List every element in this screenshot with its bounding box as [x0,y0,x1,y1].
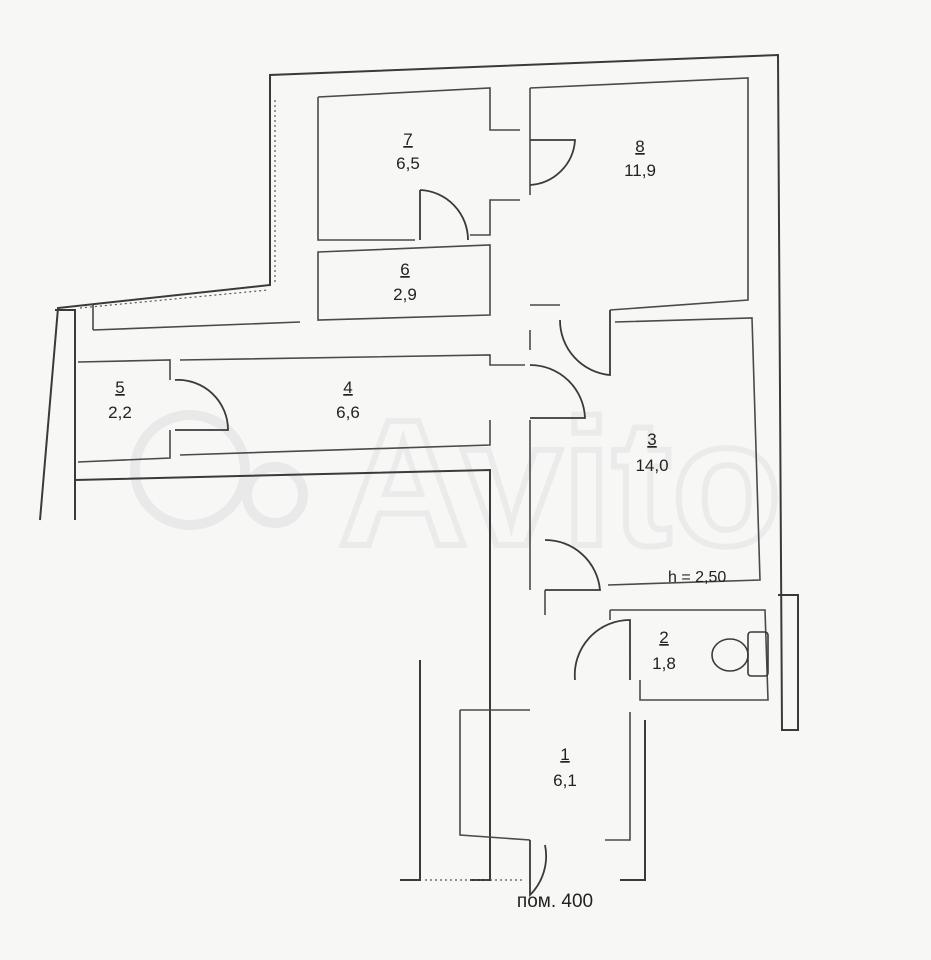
premises-label: пом. 400 [517,891,593,912]
doors [174,139,631,898]
room-7-number: 7 [403,130,412,149]
room-labels: 7 6,5 8 11,9 6 2,9 5 2,2 4 6,6 3 14,0 2 … [108,130,676,790]
watermark: Avito [130,380,785,587]
room-3-number: 3 [647,430,656,449]
room-8-number: 8 [635,137,644,156]
door-5-4 [174,379,229,431]
room-5-number: 5 [115,378,124,397]
door-8-3 [559,310,611,376]
door-7-8 [529,139,576,186]
room-2-number: 2 [659,628,668,647]
door-1-2 [573,619,631,681]
door-entrance [529,840,548,898]
room-3-area: 14,0 [635,456,668,475]
toilet-icon [711,631,769,677]
door-3-1 [544,539,601,591]
room-7-area: 6,5 [396,154,420,173]
room-4-number: 4 [343,378,352,397]
ceiling-height-label: h = 2,50 [668,569,726,586]
room-4-area: 6,6 [336,403,360,422]
watermark-text: Avito [338,383,781,584]
inner-walls [77,77,769,841]
room-8-area: 11,9 [624,161,656,180]
door-4-3 [529,364,586,419]
room-6-number: 6 [400,260,409,279]
room-1-number: 1 [560,745,569,764]
outer-walls [39,53,799,881]
room-6-area: 2,9 [393,285,417,304]
door-7-6 [419,189,469,241]
room-2-area: 1,8 [652,654,676,673]
room-5-area: 2,2 [108,403,132,422]
room-1-area: 6,1 [553,771,577,790]
